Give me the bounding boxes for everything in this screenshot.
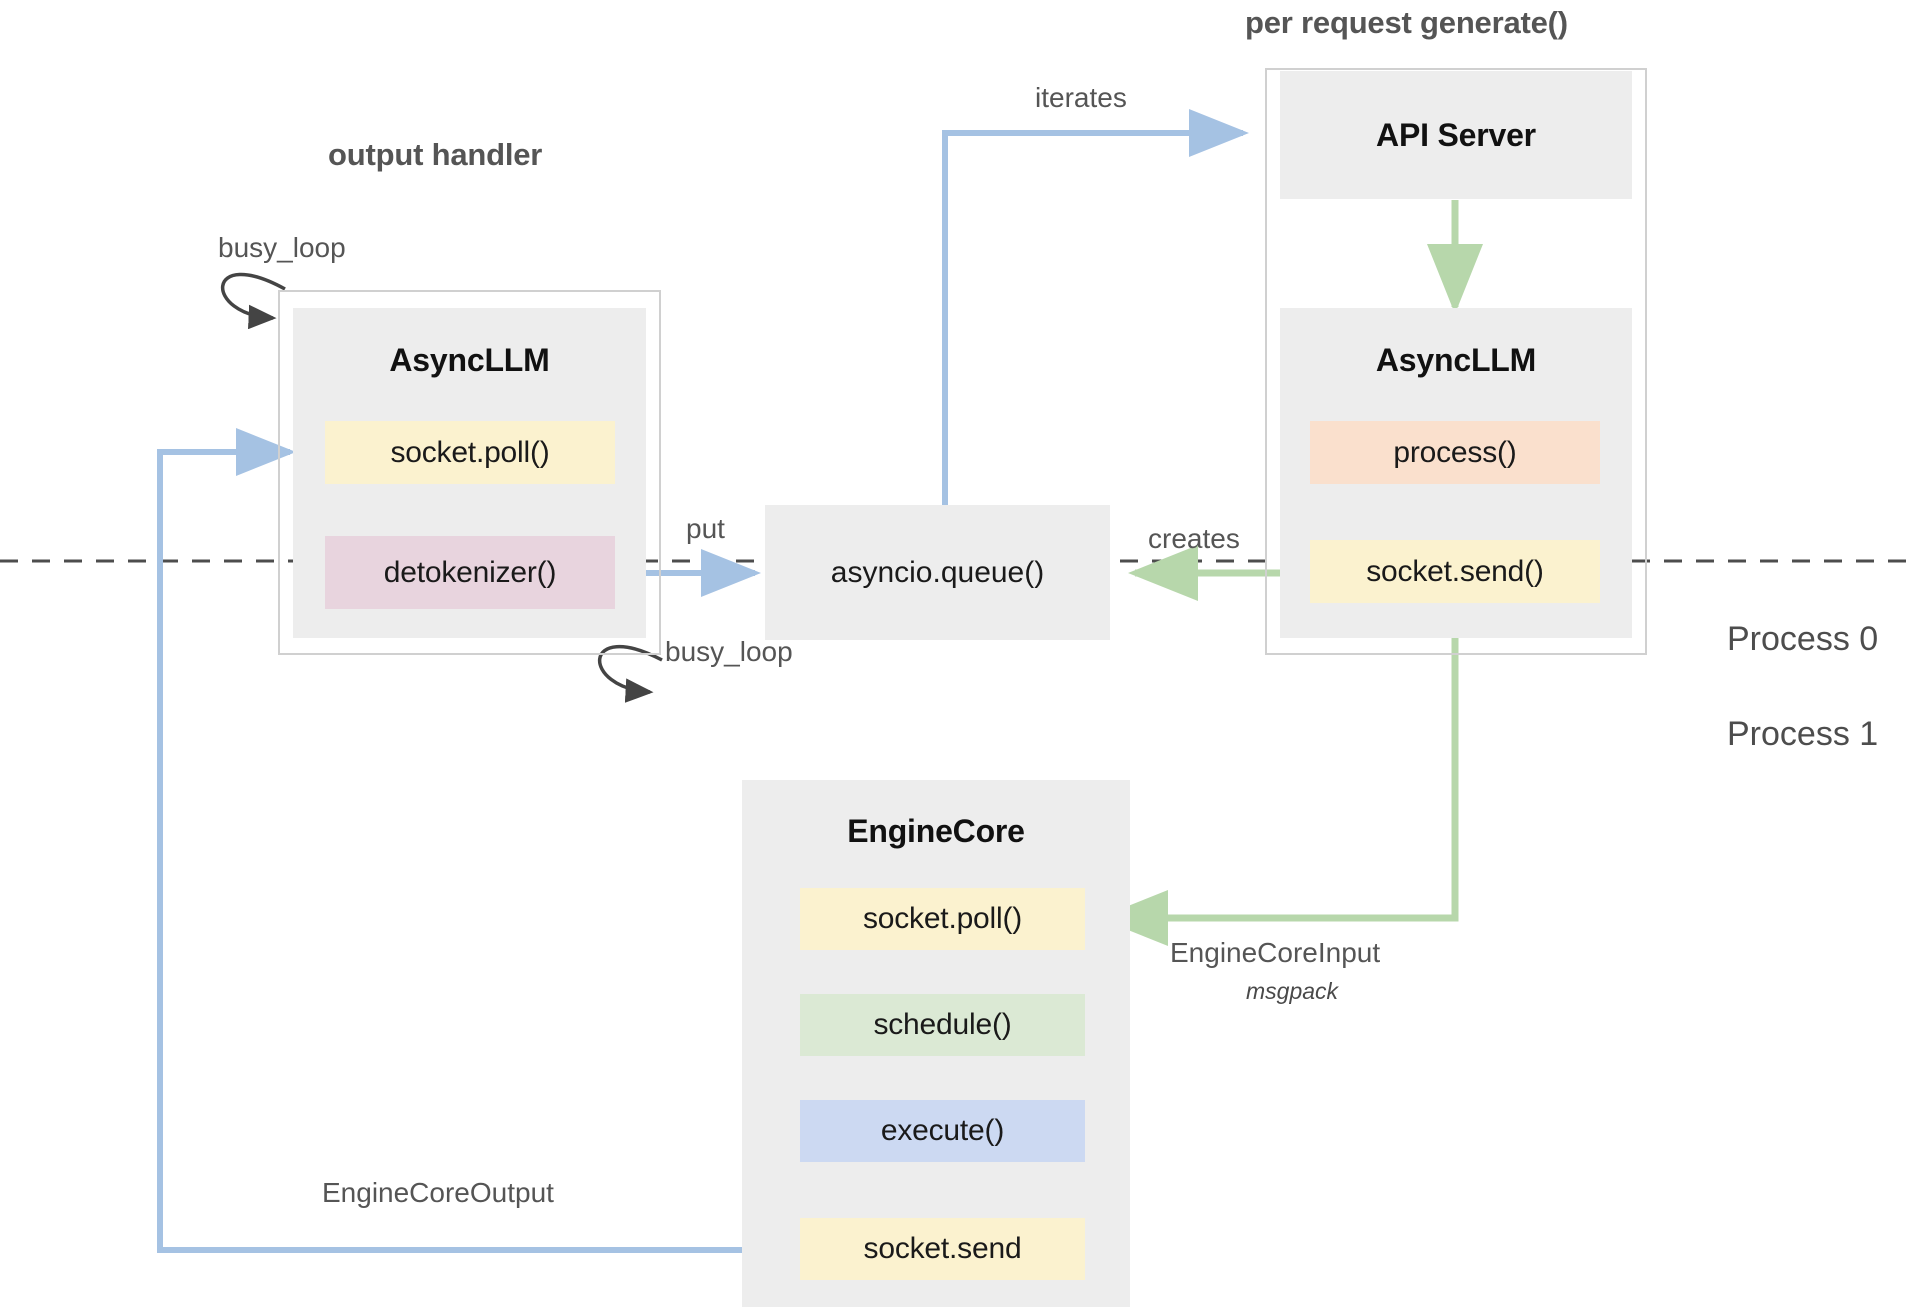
api-server-box	[1280, 71, 1632, 199]
section-title-output-handler: output handler	[328, 137, 543, 172]
process-0-label: Process 0	[1727, 620, 1879, 658]
per-request-asyncllm-title: AsyncLLM	[1375, 341, 1537, 378]
engine-core-input-label: EngineCoreInput	[1170, 937, 1381, 968]
api-server-title: API Server	[1376, 116, 1536, 153]
output-handler-frame	[278, 290, 661, 655]
busy-loop-label-output-handler: busy_loop	[218, 232, 346, 263]
method-process[interactable]: process()	[1310, 421, 1600, 484]
method-socket-poll-engine-core[interactable]: socket.poll()	[800, 888, 1085, 950]
asyncio-queue-box	[765, 505, 1110, 640]
engine-core-input-sublabel: msgpack	[1246, 978, 1339, 1004]
section-title-per-request: per request generate()	[1245, 5, 1568, 40]
method-socket-send-asyncllm[interactable]: socket.send()	[1310, 540, 1600, 603]
per-request-frame	[1265, 68, 1647, 655]
creates-label: creates	[1148, 523, 1240, 554]
asyncio-queue-label: asyncio.queue()	[830, 555, 1045, 589]
method-socket-poll-output-handler[interactable]: socket.poll()	[325, 421, 615, 484]
arrow-iterates	[942, 109, 1249, 505]
busy-loop-arrow-output-handler	[221, 272, 286, 330]
engine-core-output-label: EngineCoreOutput	[322, 1177, 554, 1208]
busy-loop-label-engine-core: busy_loop	[665, 636, 793, 667]
engine-core-title: EngineCore	[847, 812, 1025, 849]
output-handler-asyncllm-title: AsyncLLM	[389, 341, 550, 378]
put-label: put	[686, 513, 725, 544]
iterates-label: iterates	[1035, 82, 1127, 113]
method-schedule[interactable]: schedule()	[800, 994, 1085, 1056]
method-execute[interactable]: execute()	[800, 1100, 1085, 1162]
method-socket-send-engine-core[interactable]: socket.send	[800, 1218, 1085, 1280]
method-detokenizer[interactable]: detokenizer()	[325, 536, 615, 609]
process-1-label: Process 1	[1727, 715, 1879, 753]
